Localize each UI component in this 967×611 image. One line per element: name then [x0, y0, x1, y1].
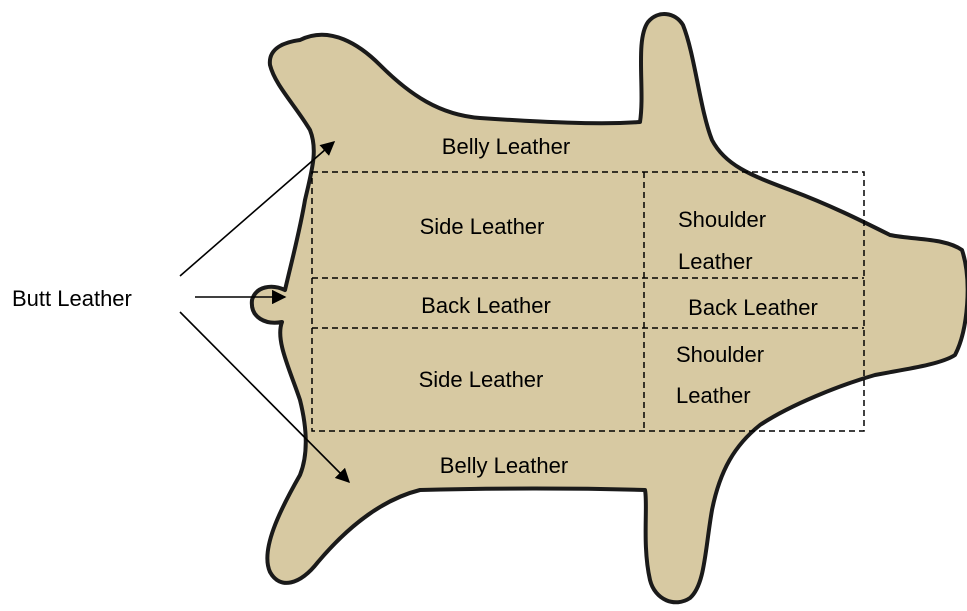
label-shoulder-top-line1: Shoulder [678, 207, 766, 232]
hide-shape [252, 14, 967, 602]
label-shoulder-top-line2: Leather [678, 249, 753, 274]
label-side-top: Side Leather [420, 214, 545, 239]
label-shoulder-bottom-line1: Shoulder [676, 342, 764, 367]
label-shoulder-bottom-line2: Leather [676, 383, 751, 408]
label-back-left: Back Leather [421, 293, 551, 318]
label-back-right: Back Leather [688, 295, 818, 320]
label-belly-bottom: Belly Leather [440, 453, 568, 478]
label-butt: Butt Leather [12, 286, 132, 311]
label-side-bottom: Side Leather [419, 367, 544, 392]
label-belly-top: Belly Leather [442, 134, 570, 159]
